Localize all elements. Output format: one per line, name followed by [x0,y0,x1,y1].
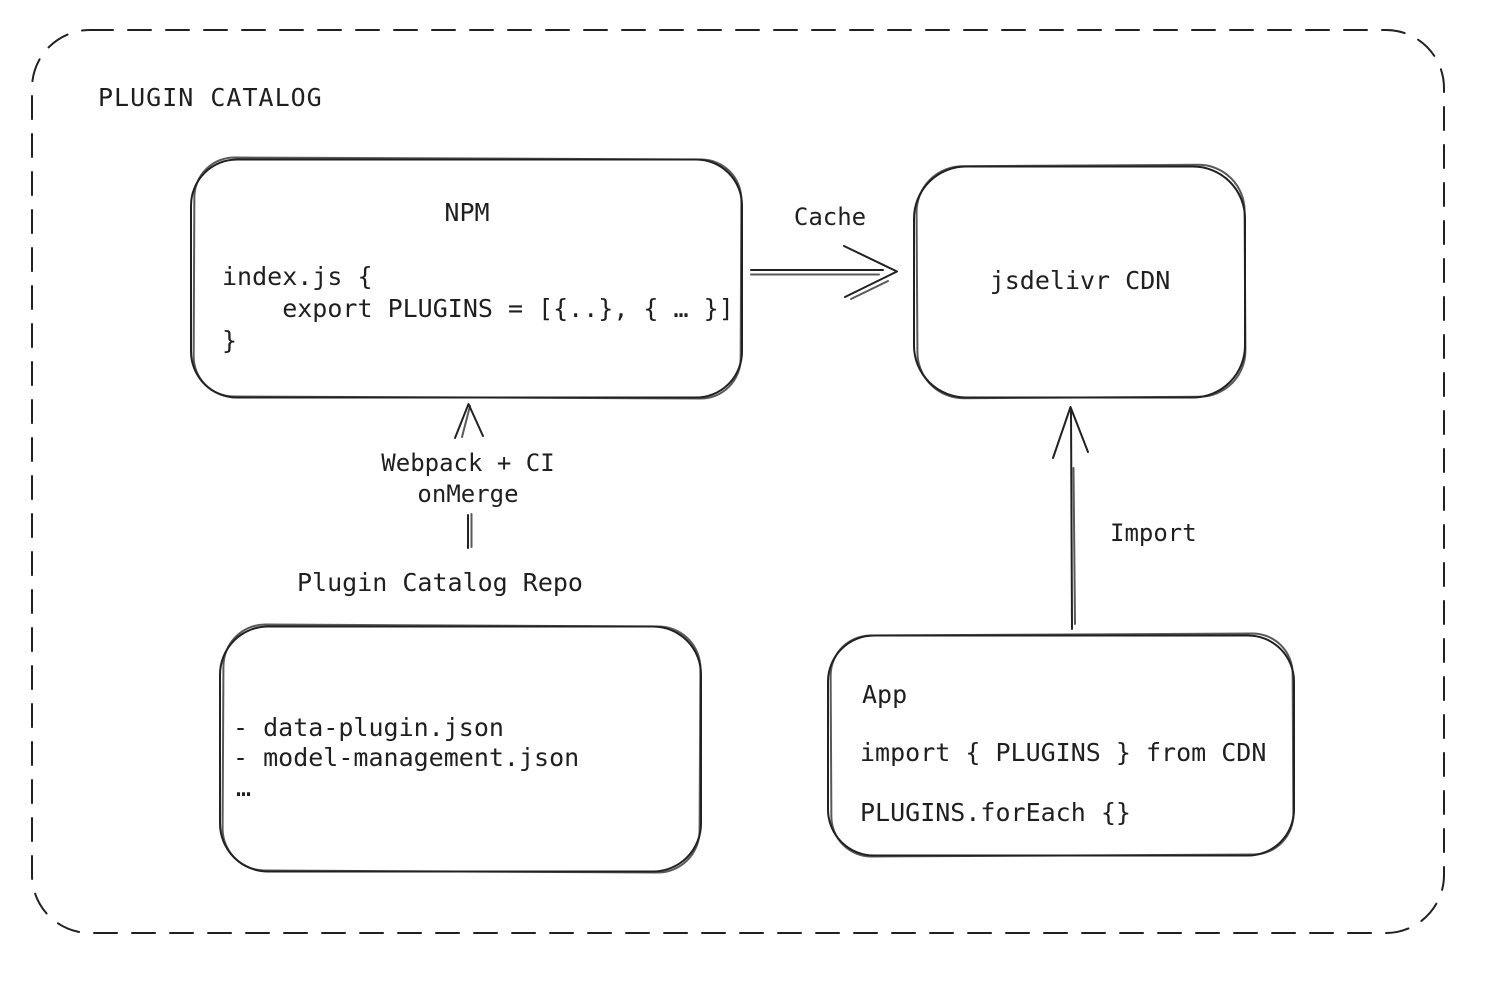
repo-file-line-3: … [236,773,252,802]
repo-node-border [219,623,702,874]
repo-node[interactable]: - data-plugin.json - model-management.js… [218,623,704,874]
app-code-line-1: import { PLUGINS } from CDN [860,738,1267,767]
npm-code-line-2: export PLUGINS = [{..}, { … }] [222,294,734,323]
build-arrow-label-line-1: Webpack + CI [381,449,555,477]
app-node[interactable]: App import { PLUGINS } from CDN PLUGINS.… [826,632,1297,858]
import-arrow-label: Import [1110,519,1197,547]
npm-code-line-1: index.js { [222,262,373,291]
cdn-node-border [913,163,1247,400]
repo-file-line-2: - model-management.json [233,743,580,772]
cache-arrow[interactable] [750,245,898,300]
app-node-title: App [862,680,908,709]
build-arrow-label: Webpack + CI onMerge [318,450,618,508]
cache-arrow-label: Cache [793,203,867,231]
npm-node-title: NPM [444,198,490,227]
cdn-node[interactable]: jsdelivr CDN [912,163,1248,400]
npm-code-line-3: } [222,326,238,355]
repo-node-title: Plugin Catalog Repo [297,568,583,597]
app-node-border [827,632,1295,858]
import-arrow[interactable] [1052,406,1089,630]
app-code-line-2: PLUGINS.forEach {} [860,798,1131,827]
frame-title: PLUGIN CATALOG [98,83,323,112]
build-arrow-label-line-2: onMerge [417,480,519,508]
npm-node[interactable]: NPM index.js { export PLUGINS = [{..}, {… [189,156,745,400]
repo-file-line-1: - data-plugin.json [233,713,504,742]
cdn-node-title: jsdelivr CDN [989,266,1171,295]
npm-node-border [190,156,743,400]
